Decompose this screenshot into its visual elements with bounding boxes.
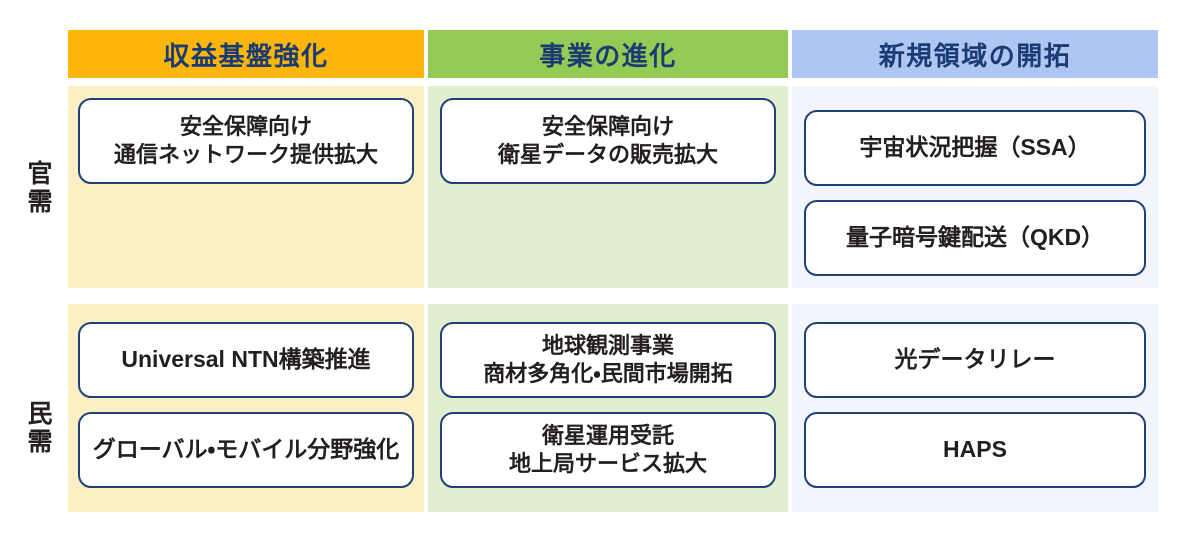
card-line-2: 衛星データの販売拡大 [497, 142, 718, 167]
row-label-char-2: 需 [27, 428, 53, 456]
card-private-newfield-2[interactable]: HAPS [804, 412, 1146, 488]
card-line-1: グローバル・モバイル分野強化 [92, 436, 400, 463]
card-line-1: 安全保障向け [179, 113, 312, 139]
card-government-strengthen-1[interactable]: 安全保障向け 通信ネットワーク提供拡大 [78, 98, 414, 184]
card-line-2: 通信ネットワーク提供拡大 [113, 142, 378, 167]
card-line-1: 宇宙状況把握（SSA） [859, 134, 1091, 161]
column-header-strengthen-revenue-base: 収益基盤強化 [68, 30, 424, 78]
row-label-char-1: 官 [27, 160, 53, 188]
card-line-1: 安全保障向け [541, 113, 674, 139]
column-header-label: 事業の進化 [539, 40, 677, 71]
card-line-1: 光データリレー [894, 346, 1056, 373]
card-line-1: 地球観測事業 [541, 332, 674, 358]
card-private-strengthen-1[interactable]: Universal NTN構築推進 [78, 322, 414, 398]
card-line-1: HAPS [943, 436, 1007, 463]
card-government-evolution-1[interactable]: 安全保障向け 衛星データの販売拡大 [440, 98, 776, 184]
card-private-strengthen-2[interactable]: グローバル・モバイル分野強化 [78, 412, 414, 488]
card-private-evolution-2[interactable]: 衛星運用受託 地上局サービス拡大 [440, 412, 776, 488]
card-government-newfield-2[interactable]: 量子暗号鍵配送（QKD） [804, 200, 1146, 276]
card-line-2: 商材多角化・民間市場開拓 [483, 361, 733, 386]
row-label-char-1: 民 [27, 400, 53, 428]
column-header-new-field-development: 新規領域の開拓 [792, 30, 1158, 78]
card-government-newfield-1[interactable]: 宇宙状況把握（SSA） [804, 110, 1146, 186]
card-line-2: 地上局サービス拡大 [508, 451, 707, 476]
row-label-private-demand: 民 需 [18, 400, 62, 456]
card-line-1: 衛星運用受託 [541, 422, 674, 448]
card-line-1: Universal NTN構築推進 [121, 346, 371, 373]
card-private-evolution-1[interactable]: 地球観測事業 商材多角化・民間市場開拓 [440, 322, 776, 398]
card-line-1: 量子暗号鍵配送（QKD） [845, 224, 1105, 251]
column-header-business-evolution: 事業の進化 [428, 30, 788, 78]
row-label-char-2: 需 [27, 188, 53, 216]
card-private-newfield-1[interactable]: 光データリレー [804, 322, 1146, 398]
column-header-label: 収益基盤強化 [163, 40, 329, 71]
column-header-label: 新規領域の開拓 [878, 40, 1072, 71]
row-label-government-demand: 官 需 [18, 160, 62, 216]
